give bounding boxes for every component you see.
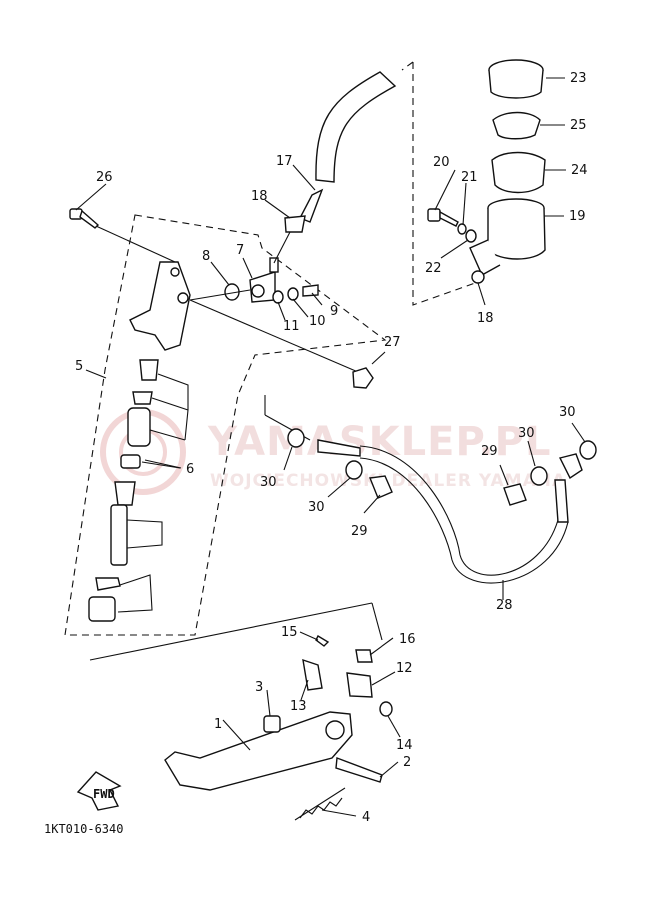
part-27-nut [189, 299, 386, 389]
assembly-boundary-left [64, 214, 387, 636]
callout-30-right: 30 [518, 426, 535, 441]
callouts: 26 5 8 7 9 10 11 17 18 20 21 22 18 23 25… [75, 71, 588, 825]
callout-24: 24 [571, 163, 588, 178]
callout-26: 26 [96, 170, 113, 185]
callout-21: 21 [461, 170, 478, 185]
callout-14: 14 [396, 738, 413, 753]
part-28-brake-hose [264, 395, 583, 584]
part-reservoir [427, 59, 546, 284]
callout-13: 13 [290, 699, 307, 714]
callout-22: 22 [425, 261, 442, 276]
fwd-label: FWD [93, 787, 115, 801]
diagram-code: 1KT010-6340 [44, 822, 123, 836]
callout-15: 15 [281, 625, 298, 640]
callout-10: 10 [309, 314, 326, 329]
callout-6: 6 [186, 462, 194, 477]
callout-1: 1 [214, 717, 222, 732]
callout-11: 11 [283, 319, 300, 334]
callout-18-reservoir-clamp: 18 [477, 311, 494, 326]
fwd-arrow-icon: FWD [76, 771, 122, 811]
part-17-reservoir-hose [273, 71, 397, 264]
callout-30-far-right: 30 [559, 405, 576, 420]
callout-20: 20 [433, 155, 450, 170]
callout-12: 12 [396, 661, 413, 676]
callout-3: 3 [255, 680, 263, 695]
callout-30-middle: 30 [308, 500, 325, 515]
callout-5: 5 [75, 359, 83, 374]
callout-7: 7 [236, 243, 244, 258]
leader-lines [75, 77, 586, 817]
part-1-brake-pedal [89, 602, 383, 791]
callout-28: 28 [496, 598, 513, 613]
part-7-banjo [189, 257, 319, 304]
callout-23: 23 [570, 71, 587, 86]
part-master-cylinder-body [129, 261, 191, 351]
part-29-30-fasteners [287, 428, 597, 506]
callout-17: 17 [276, 154, 293, 169]
assembly-boundary-right [401, 61, 479, 306]
callout-29-left: 29 [351, 524, 368, 539]
callout-18-hose-clamp: 18 [251, 189, 268, 204]
callout-9: 9 [330, 304, 338, 319]
part-26-bolt [69, 208, 176, 263]
callout-2: 2 [403, 755, 411, 770]
callout-29-right: 29 [481, 444, 498, 459]
watermark-text: YAMASKLEP.PL [207, 419, 551, 465]
part-pedal-hardware [263, 635, 393, 821]
callout-27: 27 [384, 335, 401, 350]
callout-16: 16 [399, 632, 416, 647]
part-piston-set [88, 359, 189, 622]
callout-25: 25 [570, 118, 587, 133]
callout-19: 19 [569, 209, 586, 224]
callout-8: 8 [202, 249, 210, 264]
callout-4: 4 [362, 810, 370, 825]
callout-30-left: 30 [260, 475, 277, 490]
